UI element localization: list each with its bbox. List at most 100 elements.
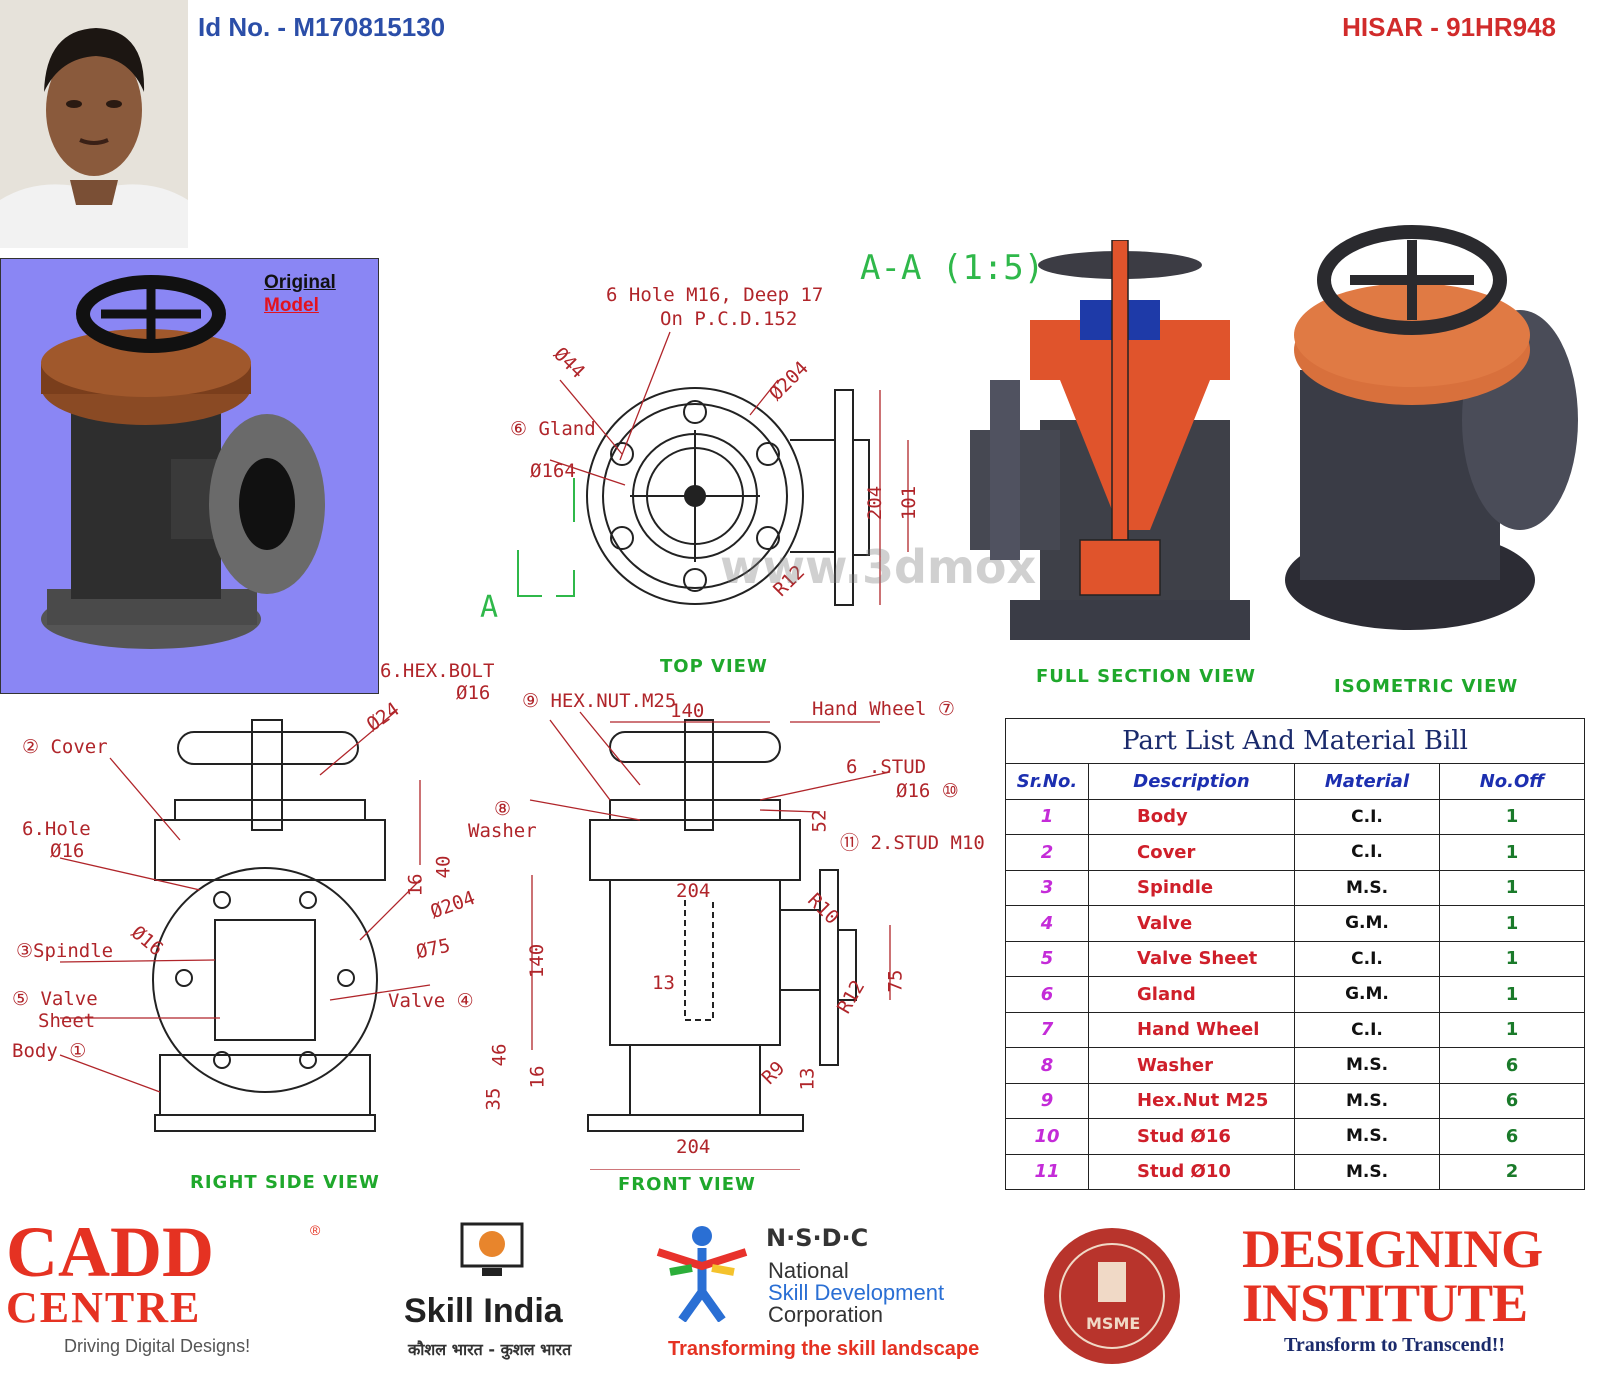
material-cell: C.I. [1294,834,1440,871]
nsdc-figure-icon [656,1226,748,1322]
sr-cell: 3 [1005,869,1089,906]
qty-cell: 6 [1439,1047,1585,1084]
designing-institute-line1: DESIGNING [1242,1219,1543,1279]
cadd-tagline: Driving Digital Designs! [64,1336,251,1356]
qty-cell: 1 [1439,905,1585,942]
rs-cover: ② Cover [22,736,108,758]
fv-hexbolt2: Ø16 [456,682,491,704]
isometric-view-drawing [1285,225,1578,630]
part-list-table: Part List And Material Bill Sr.No. Descr… [1005,718,1585,1190]
desc-cell: Washer [1088,1047,1295,1084]
material-cell: C.I. [1294,1011,1440,1048]
material-cell: M.S. [1294,1082,1440,1119]
material-cell: C.I. [1294,940,1440,977]
section-title: A-A (1:5) [860,248,1045,288]
header-sr-no: Sr.No. [1005,763,1089,800]
skill-india-emblem-icon [460,1222,524,1276]
fv-stud2: Ø16 ⑩ [896,780,959,802]
fv-washer1: ⑧ [494,798,512,820]
rs-valve-sheet2: Sheet [38,1010,96,1032]
rs-dim16: 16 [404,873,427,897]
fv-dim46: 46 [488,1043,511,1067]
material-cell: G.M. [1294,905,1440,942]
section-view-drawing [970,240,1250,640]
top-gland: ⑥ Gland [510,418,596,440]
hisar-code: HISAR - 91HR948 [1342,12,1556,42]
model-label: Model [264,295,319,316]
fv-dim140: 140 [526,943,549,979]
material-cell: G.M. [1294,976,1440,1013]
cadd-logo-line1: CADD [6,1212,214,1292]
rs-valve-sheet1: ⑤ Valve [12,988,98,1010]
material-cell: M.S. [1294,869,1440,906]
msme-seal-icon [1044,1228,1180,1364]
original-label: Original [264,272,336,293]
nsdc-abbreviation: N·S·D·C [766,1224,869,1252]
fv-hexnut: ⑨ HEX.NUT.M25 [522,690,677,712]
rs-spindle: ③Spindle [16,940,114,962]
qty-cell: 6 [1439,1118,1585,1155]
fv-dim13b: 13 [796,1067,819,1091]
qty-cell: 1 [1439,1011,1585,1048]
top-note-line1: 6 Hole M16, Deep 17 [606,284,824,306]
nsdc-tagline: Transforming the skill landscape [668,1338,980,1360]
desc-cell: Spindle [1088,869,1295,906]
section-view-title: FULL SECTION VIEW [1036,666,1256,687]
sr-cell: 5 [1005,940,1089,977]
fv-dim140top: 140 [670,700,705,722]
rs-dim40: 40 [432,855,455,879]
desc-cell: Gland [1088,976,1295,1013]
sr-cell: 4 [1005,905,1089,942]
rs-hole1: 6.Hole [22,818,91,840]
sr-cell: 7 [1005,1011,1089,1048]
isometric-view-title: ISOMETRIC VIEW [1334,676,1519,697]
fv-dim75: 75 [884,969,907,993]
top-dim204: 204 [864,485,887,521]
fv-dim13a: 13 [652,972,675,994]
top-d164: Ø164 [530,460,576,482]
cadd-logo-line2: CENTRE [6,1283,202,1332]
header-material: Material [1294,763,1440,800]
rs-hole2: Ø16 [50,840,85,862]
qty-cell: 1 [1439,976,1585,1013]
designing-institute-line2: INSTITUTE [1242,1273,1528,1333]
fv-dim52: 52 [808,809,831,833]
qty-cell: 1 [1439,869,1585,906]
valve-3d-render [41,275,325,649]
nsdc-line1: National [768,1258,849,1283]
top-dim101: 101 [898,485,921,521]
designing-institute-tagline: Transform to Transcend!! [1284,1334,1506,1356]
skill-india-text: Skill India [404,1292,563,1330]
fv-dim204mid: 204 [676,880,711,902]
original-model-panel [0,258,379,694]
cadd-registered-mark: ® [310,1222,321,1238]
qty-cell: 1 [1439,834,1585,871]
desc-cell: Hand Wheel [1088,1011,1295,1048]
qty-cell: 2 [1439,1153,1585,1190]
desc-cell: Valve Sheet [1088,940,1295,977]
sr-cell: 11 [1005,1153,1089,1190]
front-view-drawing [529,711,891,1170]
header-description: Description [1088,763,1295,800]
header-no-off: No.Off [1439,763,1585,800]
fv-washer2: Washer [468,820,537,842]
rs-valve: Valve ④ [388,990,474,1012]
material-cell: M.S. [1294,1047,1440,1084]
nsdc-line3: Corporation [768,1302,883,1327]
desc-cell: Hex.Nut M25 [1088,1082,1295,1119]
fv-dim16: 16 [526,1065,549,1089]
top-view-title: TOP VIEW [660,656,768,677]
right-side-view-drawing [59,711,431,1132]
sr-cell: 1 [1005,798,1089,835]
